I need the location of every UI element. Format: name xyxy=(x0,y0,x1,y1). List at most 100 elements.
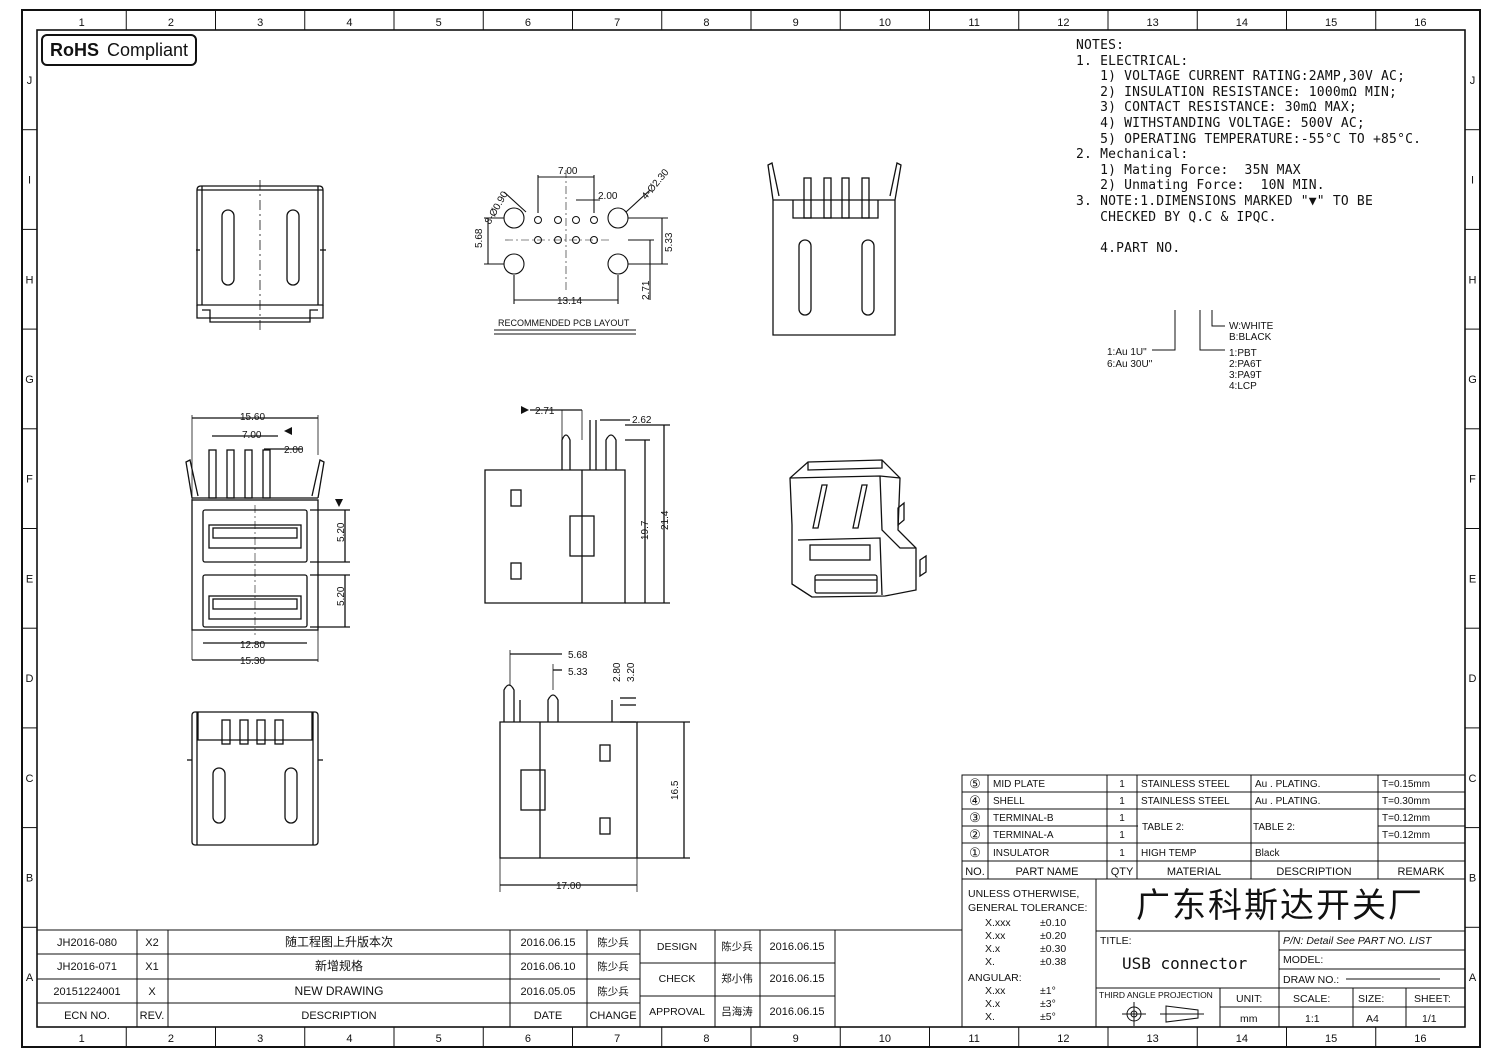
size-label: SIZE: xyxy=(1358,993,1384,1005)
sheet-label: SHEET: xyxy=(1414,993,1451,1005)
zone-col-top-13: 13 xyxy=(1147,17,1159,29)
bom-header: MATERIAL xyxy=(1167,866,1221,878)
notes-block: NOTES:1. ELECTRICAL: 1) VOLTAGE CURRENT … xyxy=(1076,38,1476,256)
title-value: USB connector xyxy=(1122,954,1248,973)
dim-pcb-2: 2.00 xyxy=(598,191,618,202)
zone-row-left-I: I xyxy=(28,175,31,187)
dim-low-165: 16.5 xyxy=(670,780,681,800)
view-side xyxy=(484,409,670,604)
rev-ecn: 20151224001 xyxy=(53,986,120,998)
rev-desc: 随工程图上升版本次 xyxy=(285,934,393,949)
zone-col-bottom-10: 10 xyxy=(879,1033,891,1045)
dim-front-700: 7.00 xyxy=(242,430,262,441)
part-no-legend: W:WHITE B:BLACK 1:Au 1U" 6:Au 30U" 1:PBT… xyxy=(1107,321,1274,392)
note-line: 1. ELECTRICAL: xyxy=(1076,53,1189,69)
company-name: 广东科斯达开关厂 xyxy=(1136,886,1424,926)
bom-desc: Black xyxy=(1255,848,1280,859)
bom-no: ④ xyxy=(969,793,981,808)
dim-front-1530: 15.30 xyxy=(240,656,265,667)
pcb-layout-title: RECOMMENDED PCB LAYOUT xyxy=(498,318,630,328)
zone-col-bottom-4: 4 xyxy=(346,1033,352,1045)
zone-col-bottom-9: 9 xyxy=(793,1033,799,1045)
bom-qty: 1 xyxy=(1119,796,1125,807)
legend-color-black: B:BLACK xyxy=(1229,332,1272,343)
bom-material: STAINLESS STEEL xyxy=(1141,779,1230,790)
bom-remark: T=0.30mm xyxy=(1382,796,1430,807)
bom-part-name: TERMINAL-A xyxy=(993,830,1054,841)
part-no-leaders xyxy=(1152,310,1225,351)
bom-no: ① xyxy=(969,845,981,860)
note-line: CHECKED BY Q.C & IPQC. xyxy=(1076,209,1277,225)
zone-col-top-1: 1 xyxy=(79,17,85,29)
view-front-ports xyxy=(185,415,350,662)
tol-x2: X.xx xyxy=(985,930,1006,942)
dim-pcb-271: 2.71 xyxy=(641,280,652,300)
rev-header-desc: DESCRIPTION xyxy=(301,1010,376,1022)
view-pcb-layout xyxy=(484,170,668,335)
zone-col-top-12: 12 xyxy=(1057,17,1069,29)
tol-x2-val: ±0.20 xyxy=(1040,930,1066,942)
tol-x0-val: ±0.38 xyxy=(1040,956,1066,968)
zone-col-top-9: 9 xyxy=(793,17,799,29)
note-line: 5) OPERATING TEMPERATURE:-55°C TO +85°C. xyxy=(1076,131,1422,147)
bom-qty: 1 xyxy=(1119,848,1125,859)
note-line: 3) CONTACT RESISTANCE: 30mΩ MAX; xyxy=(1076,100,1357,116)
zone-col-top-5: 5 xyxy=(436,17,442,29)
dim-pcb-568: 5.68 xyxy=(474,228,485,248)
tol-x3: X.xxx xyxy=(985,917,1011,929)
bom-remark: T=0.15mm xyxy=(1382,779,1430,790)
note-line: 2) Unmating Force: 10N MIN. xyxy=(1076,178,1325,194)
bom-no: ② xyxy=(969,827,981,842)
bom-no: ③ xyxy=(969,810,981,825)
bom-desc: Au . PLATING. xyxy=(1255,796,1320,807)
approval-date: 2016.06.15 xyxy=(769,973,824,985)
zone-col-bottom-13: 13 xyxy=(1147,1033,1159,1045)
zone-row-left-H: H xyxy=(26,274,34,286)
size-value: A4 xyxy=(1366,1013,1379,1025)
zone-row-right-A: A xyxy=(1469,972,1477,984)
dim-front-520-b: 5.20 xyxy=(336,586,347,606)
unit-label: UNIT: xyxy=(1236,993,1262,1005)
legend-plating-1: 1:Au 1U" xyxy=(1107,347,1147,358)
title-label: TITLE: xyxy=(1100,935,1132,947)
note-line: NOTES: xyxy=(1076,38,1125,53)
rev-date: 2016.06.15 xyxy=(520,937,575,949)
bom-header: PART NAME xyxy=(1016,866,1079,878)
tol-x1-val: ±0.30 xyxy=(1040,943,1066,955)
zone-row-left-D: D xyxy=(26,673,34,685)
zone-col-top-14: 14 xyxy=(1236,17,1248,29)
unit-value: mm xyxy=(1240,1013,1258,1025)
note-line: 1) VOLTAGE CURRENT RATING:2AMP,30V AC; xyxy=(1076,69,1406,85)
bom-desc: Au . PLATING. xyxy=(1255,779,1320,790)
tol-x3-val: ±0.10 xyxy=(1040,917,1066,929)
dim-low-1700: 17.00 xyxy=(556,881,581,892)
approval-role: DESIGN xyxy=(657,941,697,953)
bom-part-name: INSULATOR xyxy=(993,848,1049,859)
rohs-text: Compliant xyxy=(106,39,189,60)
rev-header-change: CHANGE xyxy=(589,1010,636,1022)
zone-col-top-11: 11 xyxy=(968,17,979,29)
zone-row-right-I: I xyxy=(1471,175,1474,187)
zone-col-bottom-2: 2 xyxy=(168,1033,174,1045)
dim-pcb-hole-large: 4-Ø2.30 xyxy=(640,167,672,202)
rev-date: 2016.06.10 xyxy=(520,961,575,973)
bom-part-name: TERMINAL-B xyxy=(993,813,1054,824)
legend-mat-2: 2:PA6T xyxy=(1229,359,1262,370)
tol-a2-val: ±1° xyxy=(1040,985,1056,997)
rev-date: 2016.05.05 xyxy=(520,986,575,998)
zone-row-left-E: E xyxy=(26,573,33,585)
rev-ecn: JH2016-071 xyxy=(57,961,117,973)
tolerance-head2: GENERAL TOLERANCE: xyxy=(968,902,1087,914)
rev-id: X1 xyxy=(145,961,158,973)
revision-block-lines xyxy=(36,929,963,1028)
legend-color-white: W:WHITE xyxy=(1229,321,1274,332)
dim-front-1560: 15.60 xyxy=(240,412,265,423)
zone-col-bottom-1: 1 xyxy=(79,1033,85,1045)
approval-date: 2016.06.15 xyxy=(769,1006,824,1018)
zone-col-bottom-7: 7 xyxy=(614,1033,620,1045)
tol-a0: X. xyxy=(985,1011,995,1023)
zone-col-top-15: 15 xyxy=(1325,17,1337,29)
model-label: MODEL: xyxy=(1283,954,1323,966)
